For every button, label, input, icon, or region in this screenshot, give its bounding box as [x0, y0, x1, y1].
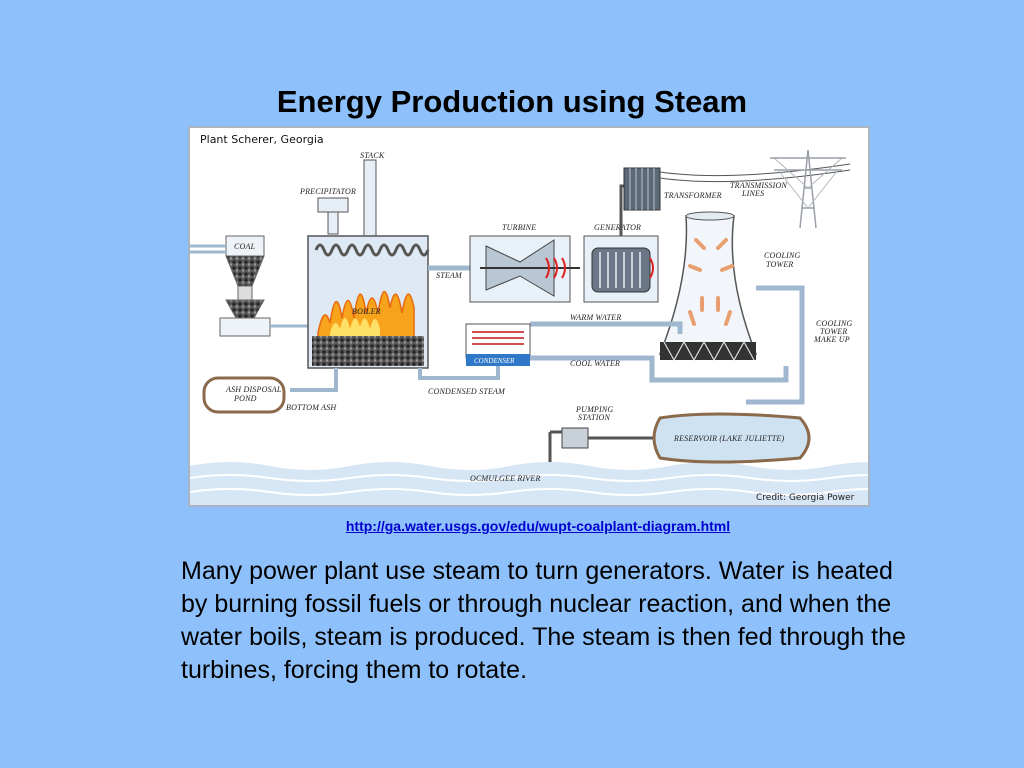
pumping-line-1: PUMPING	[575, 405, 613, 414]
slide-title: Energy Production using Steam	[276, 84, 748, 119]
label-warm-water: WARM WATER	[570, 313, 621, 322]
boiler	[290, 235, 430, 392]
body-paragraph: Many power plant use steam to turn gener…	[181, 557, 906, 684]
transmission-line-1: TRANSMISSION	[730, 181, 788, 190]
label-steam: STEAM	[436, 271, 463, 280]
make-up-line-1: COOLING	[816, 319, 853, 328]
label-reservoir: RESERVOIR (LAKE JULIETTE)	[673, 434, 785, 443]
make-up-line-2: TOWER	[820, 327, 848, 336]
source-link[interactable]: http://ga.water.usgs.gov/edu/wupt-coalpl…	[345, 518, 731, 534]
warm-water-pipe	[530, 321, 683, 334]
transmission-line-2: LINES	[741, 189, 764, 198]
label-precipitator: PRECIPITATOR	[299, 187, 356, 196]
turbine	[469, 235, 580, 303]
pumping-station	[548, 427, 662, 462]
label-stack: STACK	[360, 151, 385, 160]
coal-hopper	[190, 235, 310, 337]
river	[190, 462, 868, 505]
cooling-tower-line-1: COOLING	[764, 251, 801, 260]
cooling-tower	[658, 211, 758, 362]
label-condenser: CONDENSER	[474, 357, 515, 365]
power-plant-diagram: Plant Scherer, Georgia OCMULGEE RIVER Cr…	[188, 126, 870, 507]
label-cool-water: COOL WATER	[570, 359, 620, 368]
label-turbine: TURBINE	[502, 223, 536, 232]
diagram-heading: Plant Scherer, Georgia	[200, 133, 324, 146]
condenser	[465, 323, 531, 366]
pumping-line-2: STATION	[578, 413, 611, 422]
label-boiler: BOILER	[352, 307, 381, 316]
label-coal: COAL	[234, 242, 256, 251]
ash-pond-line-2: POND	[233, 394, 257, 403]
ash-pond-line-1: ASH DISPOSAL	[225, 385, 282, 394]
label-bottom-ash: BOTTOM ASH	[286, 403, 337, 412]
ash-disposal-pond	[202, 376, 286, 414]
label-generator: GENERATOR	[594, 223, 641, 232]
cooling-tower-line-2: TOWER	[766, 260, 794, 269]
generator	[583, 235, 659, 303]
label-river: OCMULGEE RIVER	[470, 474, 541, 483]
label-condensed-steam: CONDENSED STEAM	[428, 387, 506, 396]
condensed-steam-pipe	[418, 366, 500, 380]
transformer	[619, 163, 851, 236]
credit-text: Credit: Georgia Power	[756, 493, 855, 503]
cool-water-pipe	[530, 355, 789, 383]
stack	[317, 159, 377, 239]
reservoir	[652, 412, 811, 464]
make-up-pipe	[746, 285, 805, 405]
label-transformer: TRANSFORMER	[664, 191, 722, 200]
transmission-tower	[770, 149, 846, 229]
make-up-line-3: MAKE UP	[813, 335, 850, 344]
